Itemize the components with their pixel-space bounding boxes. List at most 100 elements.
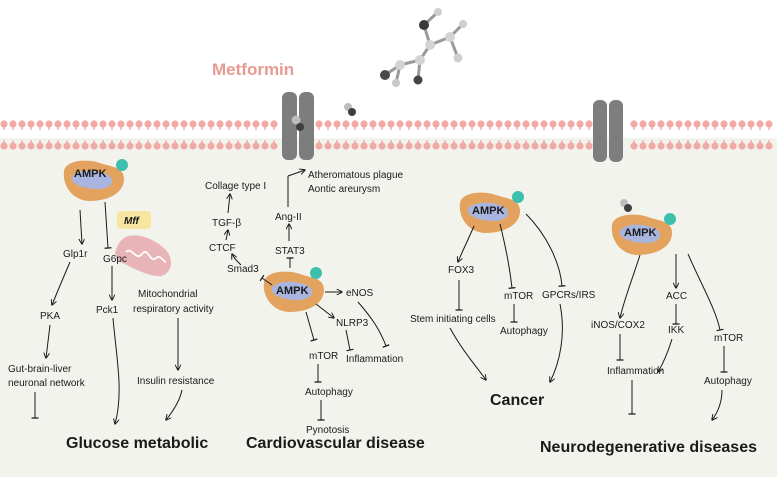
- lipid-head: [486, 120, 494, 128]
- collagen-label: Collage type I: [205, 181, 266, 192]
- lipid-head: [702, 142, 710, 150]
- lipid-head: [477, 142, 485, 150]
- lipid-head: [0, 120, 8, 128]
- lipid-head: [81, 120, 89, 128]
- lipid-head: [315, 120, 323, 128]
- lipid-head: [270, 120, 278, 128]
- ampk-label: AMPK: [276, 285, 308, 297]
- lipid-head: [324, 142, 332, 150]
- lipid-head: [747, 142, 755, 150]
- lipid-head: [432, 142, 440, 150]
- nlrp3-label: NLRP3: [336, 318, 369, 329]
- lipid-head: [657, 142, 665, 150]
- lipid-head: [720, 142, 728, 150]
- lipid-head: [711, 142, 719, 150]
- lipid-head: [144, 142, 152, 150]
- lipid-head: [171, 142, 179, 150]
- lipid-head: [531, 142, 539, 150]
- inflammation-label: Inflammation: [346, 354, 403, 365]
- lipid-head: [549, 120, 557, 128]
- lipid-head: [36, 120, 44, 128]
- atheroma-label-line2: Aontic areurysm: [308, 184, 380, 195]
- lipid-head: [441, 142, 449, 150]
- stat3-label: STAT3: [275, 246, 305, 257]
- autophagy-label: Autophagy: [500, 326, 548, 337]
- network-label-line1: Gut-brain-liver: [8, 364, 72, 375]
- lipid-head: [162, 120, 170, 128]
- lipid-head: [414, 142, 422, 150]
- lipid-head: [639, 142, 647, 150]
- lipid-head: [630, 120, 638, 128]
- drug-title: Metformin: [212, 60, 294, 79]
- lipid-head: [711, 120, 719, 128]
- lipid-head: [333, 120, 341, 128]
- smad3-label: Smad3: [227, 264, 259, 275]
- lipid-head: [360, 142, 368, 150]
- lipid-head: [585, 142, 593, 150]
- ampk-label: AMPK: [472, 205, 504, 217]
- gpcrs-label: GPCRs/IRS: [542, 290, 596, 301]
- lipid-head: [387, 120, 395, 128]
- lipid-head: [522, 120, 530, 128]
- lipid-head: [450, 142, 458, 150]
- lipid-head: [585, 120, 593, 128]
- pyroptosis-label: Pynotosis: [306, 425, 349, 436]
- lipid-head: [225, 120, 233, 128]
- inflammation-label: Inflammation: [607, 366, 664, 377]
- lipid-head: [189, 142, 197, 150]
- stem-cells-label: Stem initiating cells: [410, 314, 496, 325]
- ampk-complex-cardio: AMPK: [263, 267, 324, 312]
- lipid-head: [684, 120, 692, 128]
- cytoplasm-background: [0, 138, 777, 477]
- lipid-head: [126, 120, 134, 128]
- lipid-head: [117, 142, 125, 150]
- lipid-head: [36, 142, 44, 150]
- lipid-head: [351, 120, 359, 128]
- lipid-head: [423, 142, 431, 150]
- lipid-head: [234, 120, 242, 128]
- lipid-head: [549, 142, 557, 150]
- lipid-head: [738, 120, 746, 128]
- glucose-heading: Glucose metabolic: [66, 435, 208, 452]
- mtor-label: mTOR: [714, 333, 743, 344]
- lipid-head: [738, 142, 746, 150]
- pka-label: PKA: [40, 311, 60, 322]
- lipid-head: [576, 142, 584, 150]
- lipid-head: [90, 120, 98, 128]
- ampk-label: AMPK: [74, 168, 106, 180]
- lipid-head: [0, 142, 8, 150]
- lipid-head: [459, 120, 467, 128]
- lipid-head: [225, 142, 233, 150]
- lipid-head: [207, 142, 215, 150]
- lipid-head: [333, 142, 341, 150]
- lipid-head: [72, 142, 80, 150]
- lipid-head: [522, 142, 530, 150]
- lipid-head: [513, 120, 521, 128]
- lipid-head: [531, 120, 539, 128]
- lipid-head: [108, 120, 116, 128]
- lipid-head: [675, 142, 683, 150]
- lipid-head: [468, 142, 476, 150]
- lipid-head: [342, 120, 350, 128]
- lipid-head: [324, 120, 332, 128]
- lipid-head: [639, 120, 647, 128]
- lipid-head: [189, 120, 197, 128]
- ikk-label: IKK: [668, 325, 684, 336]
- lipid-head: [261, 120, 269, 128]
- lipid-head: [18, 142, 26, 150]
- lipid-head: [648, 120, 656, 128]
- lipid-head: [423, 120, 431, 128]
- lipid-head: [117, 120, 125, 128]
- ctcf-label: CTCF: [209, 243, 236, 254]
- lipid-head: [405, 120, 413, 128]
- neuro-heading: Neurodegenerative diseases: [540, 439, 757, 456]
- lipid-head: [198, 120, 206, 128]
- lipid-head: [378, 142, 386, 150]
- mito-label-line1: Mitochondrial: [138, 289, 197, 300]
- lipid-head: [675, 120, 683, 128]
- lipid-head: [99, 120, 107, 128]
- ampk-label: AMPK: [624, 227, 656, 239]
- lipid-head: [153, 142, 161, 150]
- drug-particle: [620, 199, 632, 212]
